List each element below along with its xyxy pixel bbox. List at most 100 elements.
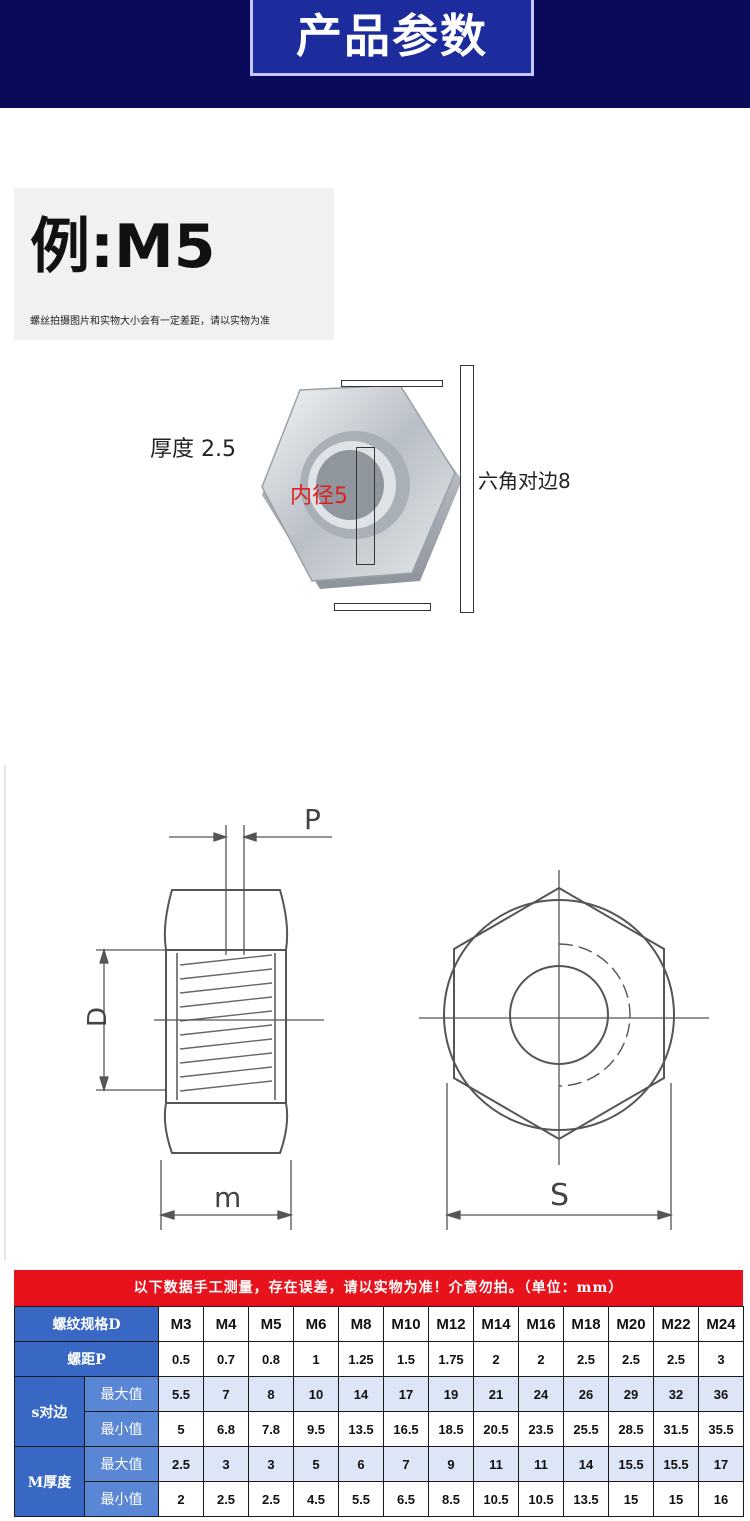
s-max-cell: 7 [203, 1376, 250, 1412]
row-label-m-max: 最大值 [83, 1446, 160, 1482]
s-max-cell: 21 [473, 1376, 520, 1412]
size-cell: M22 [653, 1306, 700, 1342]
thickness-label: 厚度 2.5 [150, 437, 236, 462]
m-max-cell: 9 [428, 1446, 475, 1482]
spec-table: 以下数据手工测量，存在误差，请以实物为准！介意勿拍。（单位：mm） 螺纹规格D … [13, 1270, 745, 1517]
s-max-cell: 26 [563, 1376, 610, 1412]
table-banner: 以下数据手工测量，存在误差，请以实物为准！介意勿拍。（单位：mm） [14, 1270, 743, 1306]
m-max-cell: 11 [473, 1446, 520, 1482]
size-cell: M4 [203, 1306, 250, 1342]
s-max-cell: 5.5 [158, 1376, 205, 1412]
m-max-cell: 14 [563, 1446, 610, 1482]
inner-diameter-label: 内径5 [290, 484, 348, 509]
s-max-cell: 17 [383, 1376, 430, 1412]
m-min-cell: 13.5 [563, 1481, 610, 1517]
m-max-cell: 7 [383, 1446, 430, 1482]
s-min-cell: 5 [158, 1411, 205, 1447]
m-max-cell: 15.5 [653, 1446, 700, 1482]
m-min-cell: 15 [608, 1481, 655, 1517]
s-min-cell: 31.5 [653, 1411, 700, 1447]
pitch-cell: 2.5 [563, 1341, 610, 1377]
size-cell: M12 [428, 1306, 475, 1342]
size-cell: M14 [473, 1306, 520, 1342]
row-label-thread: 螺纹规格D [13, 1306, 160, 1342]
size-cell: M24 [698, 1306, 745, 1342]
size-cell: M8 [338, 1306, 385, 1342]
pitch-cell: 0.8 [248, 1341, 295, 1377]
pitch-cell: 1.75 [428, 1341, 475, 1377]
s-min-cell: 6.8 [203, 1411, 250, 1447]
s-min-cell: 25.5 [563, 1411, 610, 1447]
s-min-cell: 28.5 [608, 1411, 655, 1447]
m-min-cell: 2.5 [248, 1481, 295, 1517]
example-box: 例:M5 螺丝拍摄图片和实物大小会有一定差距，请以实物为准 [14, 188, 334, 340]
size-cell: M10 [383, 1306, 430, 1342]
size-cell: M20 [608, 1306, 655, 1342]
s-min-cell: 20.5 [473, 1411, 520, 1447]
across-flats-marker [460, 365, 474, 613]
m-min-cell: 10.5 [473, 1481, 520, 1517]
technical-drawing: P D m S [4, 765, 746, 1260]
s-min-cell: 23.5 [518, 1411, 565, 1447]
size-cell: M16 [518, 1306, 565, 1342]
row-label-s-min: 最小值 [83, 1411, 160, 1447]
example-note: 螺丝拍摄图片和实物大小会有一定差距，请以实物为准 [30, 316, 270, 327]
group-label-m: M厚度 [14, 1446, 85, 1517]
m-max-cell: 6 [338, 1446, 385, 1482]
m-max-cell: 2.5 [158, 1446, 205, 1482]
page-title: 产品参数 [250, 0, 534, 76]
bottom-width-marker [334, 603, 431, 611]
pitch-cell: 0.7 [203, 1341, 250, 1377]
s-min-cell: 13.5 [338, 1411, 385, 1447]
s-min-cell: 7.8 [248, 1411, 295, 1447]
drawing-pitch-label: P [304, 803, 321, 836]
inner-diameter-marker [356, 447, 375, 565]
s-min-cell: 35.5 [698, 1411, 745, 1447]
m-min-cell: 4.5 [293, 1481, 340, 1517]
s-max-cell: 10 [293, 1376, 340, 1412]
m-min-cell: 2 [158, 1481, 205, 1517]
m-min-cell: 10.5 [518, 1481, 565, 1517]
s-max-cell: 24 [518, 1376, 565, 1412]
s-max-cell: 8 [248, 1376, 295, 1412]
m-min-cell: 2.5 [203, 1481, 250, 1517]
pitch-cell: 0.5 [158, 1341, 205, 1377]
row-label-m-min: 最小值 [83, 1481, 160, 1517]
s-max-cell: 19 [428, 1376, 475, 1412]
s-max-cell: 32 [653, 1376, 700, 1412]
drawing-across-flats-label: S [550, 1178, 569, 1213]
s-min-cell: 16.5 [383, 1411, 430, 1447]
size-cell: M18 [563, 1306, 610, 1342]
group-label-s: s对边 [14, 1376, 85, 1447]
s-max-cell: 29 [608, 1376, 655, 1412]
pitch-cell: 2.5 [608, 1341, 655, 1377]
s-max-cell: 14 [338, 1376, 385, 1412]
pitch-cell: 3 [698, 1341, 745, 1377]
m-min-cell: 6.5 [383, 1481, 430, 1517]
pitch-cell: 2 [473, 1341, 520, 1377]
s-min-cell: 18.5 [428, 1411, 475, 1447]
m-max-cell: 5 [293, 1446, 340, 1482]
row-label-pitch: 螺距P [13, 1341, 160, 1377]
m-min-cell: 5.5 [338, 1481, 385, 1517]
drawing-thickness-label: m [214, 1181, 241, 1214]
example-title: 例:M5 [30, 212, 216, 282]
pitch-cell: 1.25 [338, 1341, 385, 1377]
top-width-marker [341, 380, 443, 387]
m-min-cell: 16 [698, 1481, 745, 1517]
row-label-s-max: 最大值 [83, 1376, 160, 1412]
m-max-cell: 11 [518, 1446, 565, 1482]
drawing-diameter-label: D [83, 1007, 113, 1027]
pitch-cell: 1 [293, 1341, 340, 1377]
m-max-cell: 15.5 [608, 1446, 655, 1482]
across-flats-label: 六角对边8 [478, 469, 571, 493]
nut-drawing: P D m S [4, 765, 709, 1260]
pitch-cell: 2 [518, 1341, 565, 1377]
s-min-cell: 9.5 [293, 1411, 340, 1447]
nut-photo-area: 厚度 2.5 内径5 六角对边8 [0, 345, 750, 645]
